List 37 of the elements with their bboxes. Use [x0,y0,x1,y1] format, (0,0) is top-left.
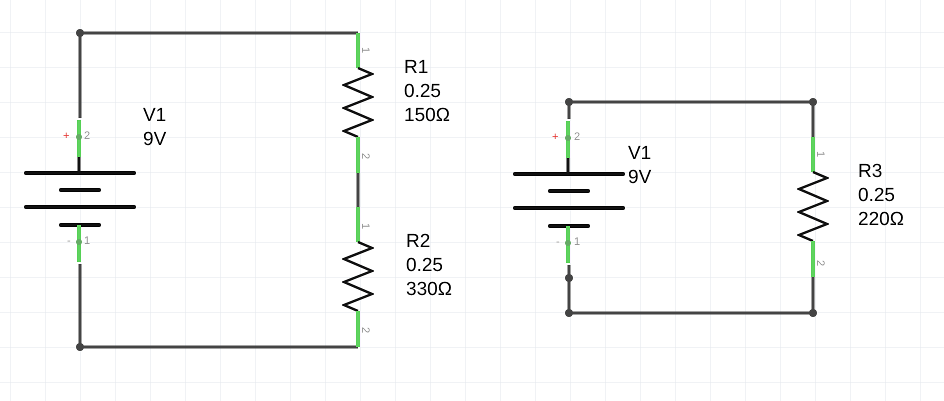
pin-number: 2 [84,129,90,143]
wire [78,32,358,118]
battery-symbol [24,118,136,264]
component-label: R1 [404,56,430,80]
pin-number: 1 [358,46,372,54]
component-label: R2 [406,230,432,254]
wire [568,265,814,314]
component-label: V1 [143,104,166,128]
pin-number: 1 [358,222,372,230]
component-label: R3 [858,160,884,184]
pin-number: 1 [813,150,828,158]
pin-number: 1 [574,235,580,249]
component-label: 330Ω [406,278,452,302]
pin-number: 2 [358,152,372,160]
component-label: 220Ω [858,208,904,232]
polarity-sign: + [63,129,70,143]
wire [568,100,814,137]
component-label: 0.25 [858,184,896,208]
resistor-symbol [342,33,374,173]
resistor-symbol [797,137,829,277]
pin-number: 1 [84,234,90,248]
wire [356,173,360,207]
component-label: 9V [143,128,166,152]
resistor-symbol [342,207,374,347]
wire [78,264,358,348]
component-label: 0.25 [406,254,444,278]
component-label: V1 [628,142,652,166]
component-label: 150Ω [404,104,450,128]
component-label: 0.25 [404,80,442,104]
polarity-sign: - [67,234,71,248]
pin-number: 2 [813,260,828,266]
polarity-sign: - [556,235,560,249]
pin-number: 2 [574,130,580,144]
polarity-sign: + [552,130,558,144]
component-label: 9V [628,166,652,190]
battery-symbol [513,119,625,265]
pin-number: 2 [358,326,372,334]
